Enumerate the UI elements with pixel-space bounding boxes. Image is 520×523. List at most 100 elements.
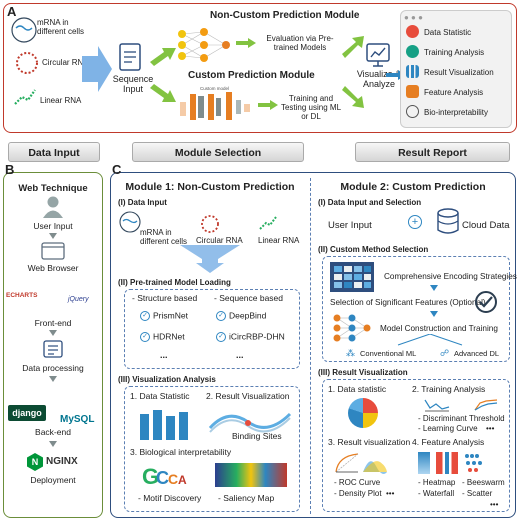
beeswarm-icon xyxy=(465,454,482,472)
m2-cloud-data: Cloud Data xyxy=(462,220,510,231)
motif-discovery-label: - Motif Discovery xyxy=(138,493,202,503)
m2-result-vis-heading: (III) Result Visualization xyxy=(318,368,408,377)
r-data-statistic: 1. Data statistic xyxy=(328,384,387,394)
heatmap-icon xyxy=(418,452,430,474)
bar-chart-graphic xyxy=(140,410,188,440)
user-icon xyxy=(43,196,63,218)
model-hdrnet-label: HDRNet xyxy=(153,331,185,342)
mysql-logo: MySQL xyxy=(60,414,95,425)
neural-network-icon xyxy=(178,28,230,62)
m2-model-construction: Model Construction and Training xyxy=(380,324,498,333)
motif-logo-graphic: G C C A xyxy=(142,464,187,489)
custom-model-tag: Custom model xyxy=(200,86,230,91)
sequence-input-label: Sequence Input xyxy=(112,74,154,94)
jquery-logo: jQuery xyxy=(68,296,89,303)
vis-data-statistic: 1. Data Statistic xyxy=(130,391,190,401)
module2-title: Module 2: Custom Prediction xyxy=(340,181,486,193)
structure-based: - Structure based xyxy=(132,293,198,303)
binding-sites-graphic xyxy=(208,412,292,433)
panel-a-frame xyxy=(3,3,517,133)
vis-result-visualization: 2. Result Visualization xyxy=(206,391,290,401)
m2-split-arrows xyxy=(397,334,463,346)
m1-input-linear: Linear RNA xyxy=(258,236,300,245)
m2-result-box xyxy=(322,379,510,512)
step-arrow-3 xyxy=(49,376,57,382)
r-feature-analysis: 4. Feature Analysis xyxy=(412,437,485,447)
output-training-analysis: Training Analysis xyxy=(424,48,485,57)
linear-rna-icon xyxy=(14,89,36,105)
browser-icon xyxy=(41,242,65,260)
learning-curve-icon xyxy=(474,399,498,411)
output-result-visualization: Result Visualization xyxy=(424,68,494,77)
arrow-right-icon xyxy=(236,38,256,48)
document-icon xyxy=(119,43,141,71)
chart-monitor-icon xyxy=(366,43,390,67)
m1-input-circular: Circular RNA xyxy=(196,236,243,245)
m1-circular-icon xyxy=(201,215,219,233)
non-custom-desc: Evaluation via Pre-trained Models xyxy=(266,34,334,53)
r-discriminant: - Discriminant Threshold xyxy=(418,414,505,423)
svg-text:C: C xyxy=(168,471,178,487)
a-input-circular: Circular RNA xyxy=(42,58,89,67)
m2-advanced-dl: Advanced DL xyxy=(454,349,500,358)
step-arrow-2 xyxy=(49,330,57,336)
density-plot-icon xyxy=(363,461,387,474)
step-web-browser: Web Browser xyxy=(27,263,79,273)
feature-icon xyxy=(406,85,419,98)
saliency-map-graphic xyxy=(215,463,287,487)
brain-icon xyxy=(406,105,419,118)
m2-feature-selection: Selection of Significant Features (Optio… xyxy=(330,298,486,307)
module1-title: Module 1: Non-Custom Prediction xyxy=(125,181,295,193)
r-learning-curve: - Learning Curve xyxy=(418,424,478,433)
custom-model-icon xyxy=(180,92,250,120)
pie-chart-icon xyxy=(406,25,419,38)
model-icircrbp-label: iCircRBP-DHN xyxy=(229,331,285,342)
output-bio-interpretability: Bio-interpretability xyxy=(424,108,489,117)
sequence-based: - Sequence based xyxy=(214,293,283,303)
r-dots-2: ••• xyxy=(386,489,395,498)
input-arrow xyxy=(82,46,112,92)
mrna-cell-icon xyxy=(11,17,37,43)
django-logo: django xyxy=(8,405,46,421)
echarts-logo: ECHARTS xyxy=(6,292,38,299)
m1-mrna-icon xyxy=(119,211,141,233)
model-hdrnet: ✓HDRNet xyxy=(140,331,185,342)
encoding-matrix-icon xyxy=(330,262,374,292)
m2-network-icon xyxy=(333,314,371,342)
model-prismnet-label: PrismNet xyxy=(153,310,188,321)
m2-arrow-2 xyxy=(430,311,438,317)
module-divider xyxy=(310,178,311,514)
model-icircrbp: ✓iCircRBP-DHN xyxy=(216,331,285,342)
step-arrow-1 xyxy=(49,233,57,239)
bar-chart-icon xyxy=(406,65,419,78)
output-feature-analysis: Feature Analysis xyxy=(424,88,484,97)
m1-linear-icon xyxy=(259,216,277,230)
r-beeswarm: - Beeswarm xyxy=(462,478,505,487)
m1-vis-heading: (III) Visualization Analysis xyxy=(118,375,216,384)
m2-user-input: User Input xyxy=(328,220,372,231)
a-input-linear: Linear RNA xyxy=(40,96,82,105)
m2-data-input-heading: (I) Data Input and Selection xyxy=(318,198,422,207)
check-icon: ✓ xyxy=(140,332,150,342)
m2-arrow-1 xyxy=(430,285,438,291)
header-module-selection: Module Selection xyxy=(132,142,304,162)
visualize-arrow-bottom xyxy=(342,86,364,108)
m1-model-box xyxy=(124,289,300,369)
arrow-right-icon-2 xyxy=(258,100,278,110)
m1-funnel-arrow xyxy=(180,245,240,273)
vis-bio-interp: 3. Biological interpretability xyxy=(130,447,232,457)
m1-vis-box xyxy=(124,386,300,512)
m1-input-mrna: mRNA in different cells xyxy=(140,228,187,247)
header-result-report: Result Report xyxy=(355,142,510,162)
step-deployment: Deployment xyxy=(30,475,76,485)
r-dots-1: ••• xyxy=(486,424,495,433)
plus-icon: + xyxy=(408,215,422,229)
step-data-processing: Data processing xyxy=(22,363,84,373)
model-deepbind: ✓DeepBind xyxy=(216,310,266,321)
panel-c-frame xyxy=(110,172,516,518)
check-circle-icon xyxy=(475,291,497,313)
r-density-plot: - Density Plot xyxy=(334,489,382,498)
m1-data-input-heading: (I) Data Input xyxy=(118,198,167,207)
database-icon xyxy=(437,208,459,234)
m1-model-loading-heading: (II) Pre-trained Model Loading xyxy=(118,278,231,287)
